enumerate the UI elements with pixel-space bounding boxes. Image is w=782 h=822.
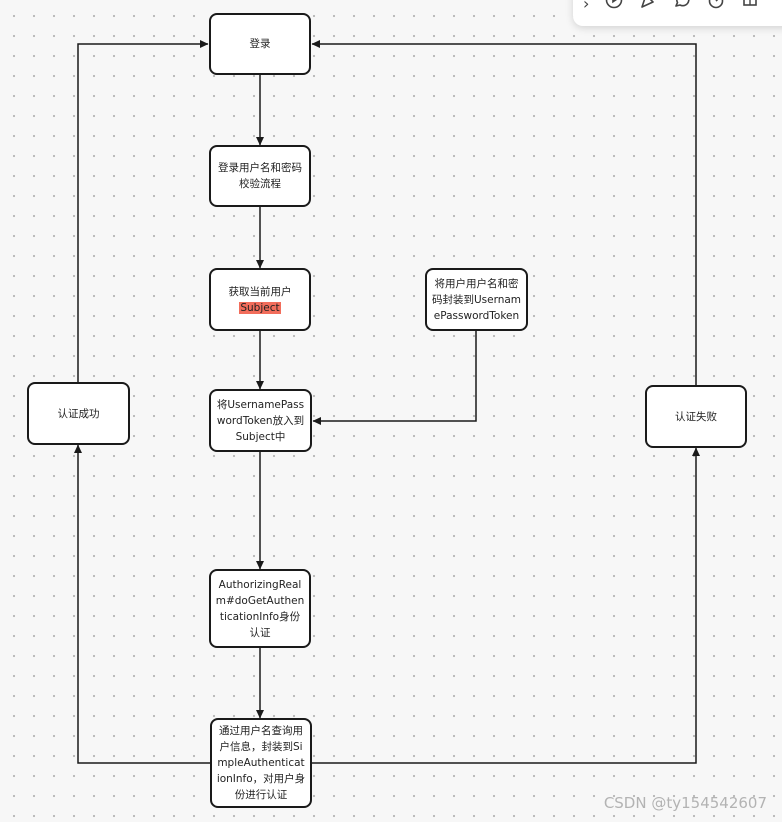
node-put-token-label: 将UsernamePasswordToken放入到Subject中 bbox=[216, 398, 305, 443]
play-icon[interactable] bbox=[605, 0, 623, 12]
node-query-user[interactable]: 通过用户名查询用户信息，封装到SimpleAuthenticationInfo，… bbox=[210, 718, 312, 808]
node-wrap-token[interactable]: 将用户用户名和密码封装到UsernamePasswordToken bbox=[425, 268, 528, 331]
layout-icon[interactable] bbox=[741, 0, 759, 12]
node-login[interactable]: 登录 bbox=[209, 13, 311, 75]
node-subject[interactable]: 获取当前用户 Subject bbox=[209, 268, 311, 331]
node-wrap-token-label: 将用户用户名和密码封装到UsernamePasswordToken bbox=[431, 277, 522, 322]
node-auth-fail-label: 认证失败 bbox=[675, 410, 717, 423]
floating-toolbar: › bbox=[573, 0, 782, 26]
node-put-token[interactable]: 将UsernamePasswordToken放入到Subject中 bbox=[209, 389, 312, 452]
timer-icon[interactable] bbox=[707, 0, 725, 12]
comment-icon[interactable] bbox=[673, 0, 691, 12]
node-realm-label: AuthorizingRealm#doGetAuthenticationInfo… bbox=[215, 578, 305, 639]
node-login-label: 登录 bbox=[249, 38, 271, 50]
node-verify-label: 登录用户名和密码校验流程 bbox=[218, 162, 302, 190]
node-auth-success[interactable]: 认证成功 bbox=[27, 382, 130, 445]
node-subject-text: 获取当前用户 Subject bbox=[229, 284, 292, 316]
subject-highlight: Subject bbox=[239, 301, 281, 314]
node-verify[interactable]: 登录用户名和密码校验流程 bbox=[209, 145, 311, 207]
watermark: CSDN @ty154542607 bbox=[603, 794, 767, 812]
node-query-user-label: 通过用户名查询用户信息，封装到SimpleAuthenticationInfo，… bbox=[216, 725, 306, 801]
arrow-fail-to-login bbox=[311, 40, 697, 385]
arrow-query-to-success bbox=[74, 444, 210, 764]
node-realm[interactable]: AuthorizingRealm#doGetAuthenticationInfo… bbox=[209, 569, 311, 648]
arrow-query-to-fail bbox=[312, 447, 700, 764]
celebrate-icon[interactable] bbox=[639, 0, 657, 12]
chevron-right-icon[interactable]: › bbox=[583, 0, 590, 13]
arrow-success-to-login bbox=[77, 40, 209, 382]
arrow-wrap-token-to-put-token bbox=[312, 331, 477, 425]
node-auth-fail[interactable]: 认证失败 bbox=[645, 385, 747, 448]
node-subject-label: 获取当前用户 bbox=[228, 285, 292, 298]
node-auth-success-label: 认证成功 bbox=[57, 407, 100, 420]
